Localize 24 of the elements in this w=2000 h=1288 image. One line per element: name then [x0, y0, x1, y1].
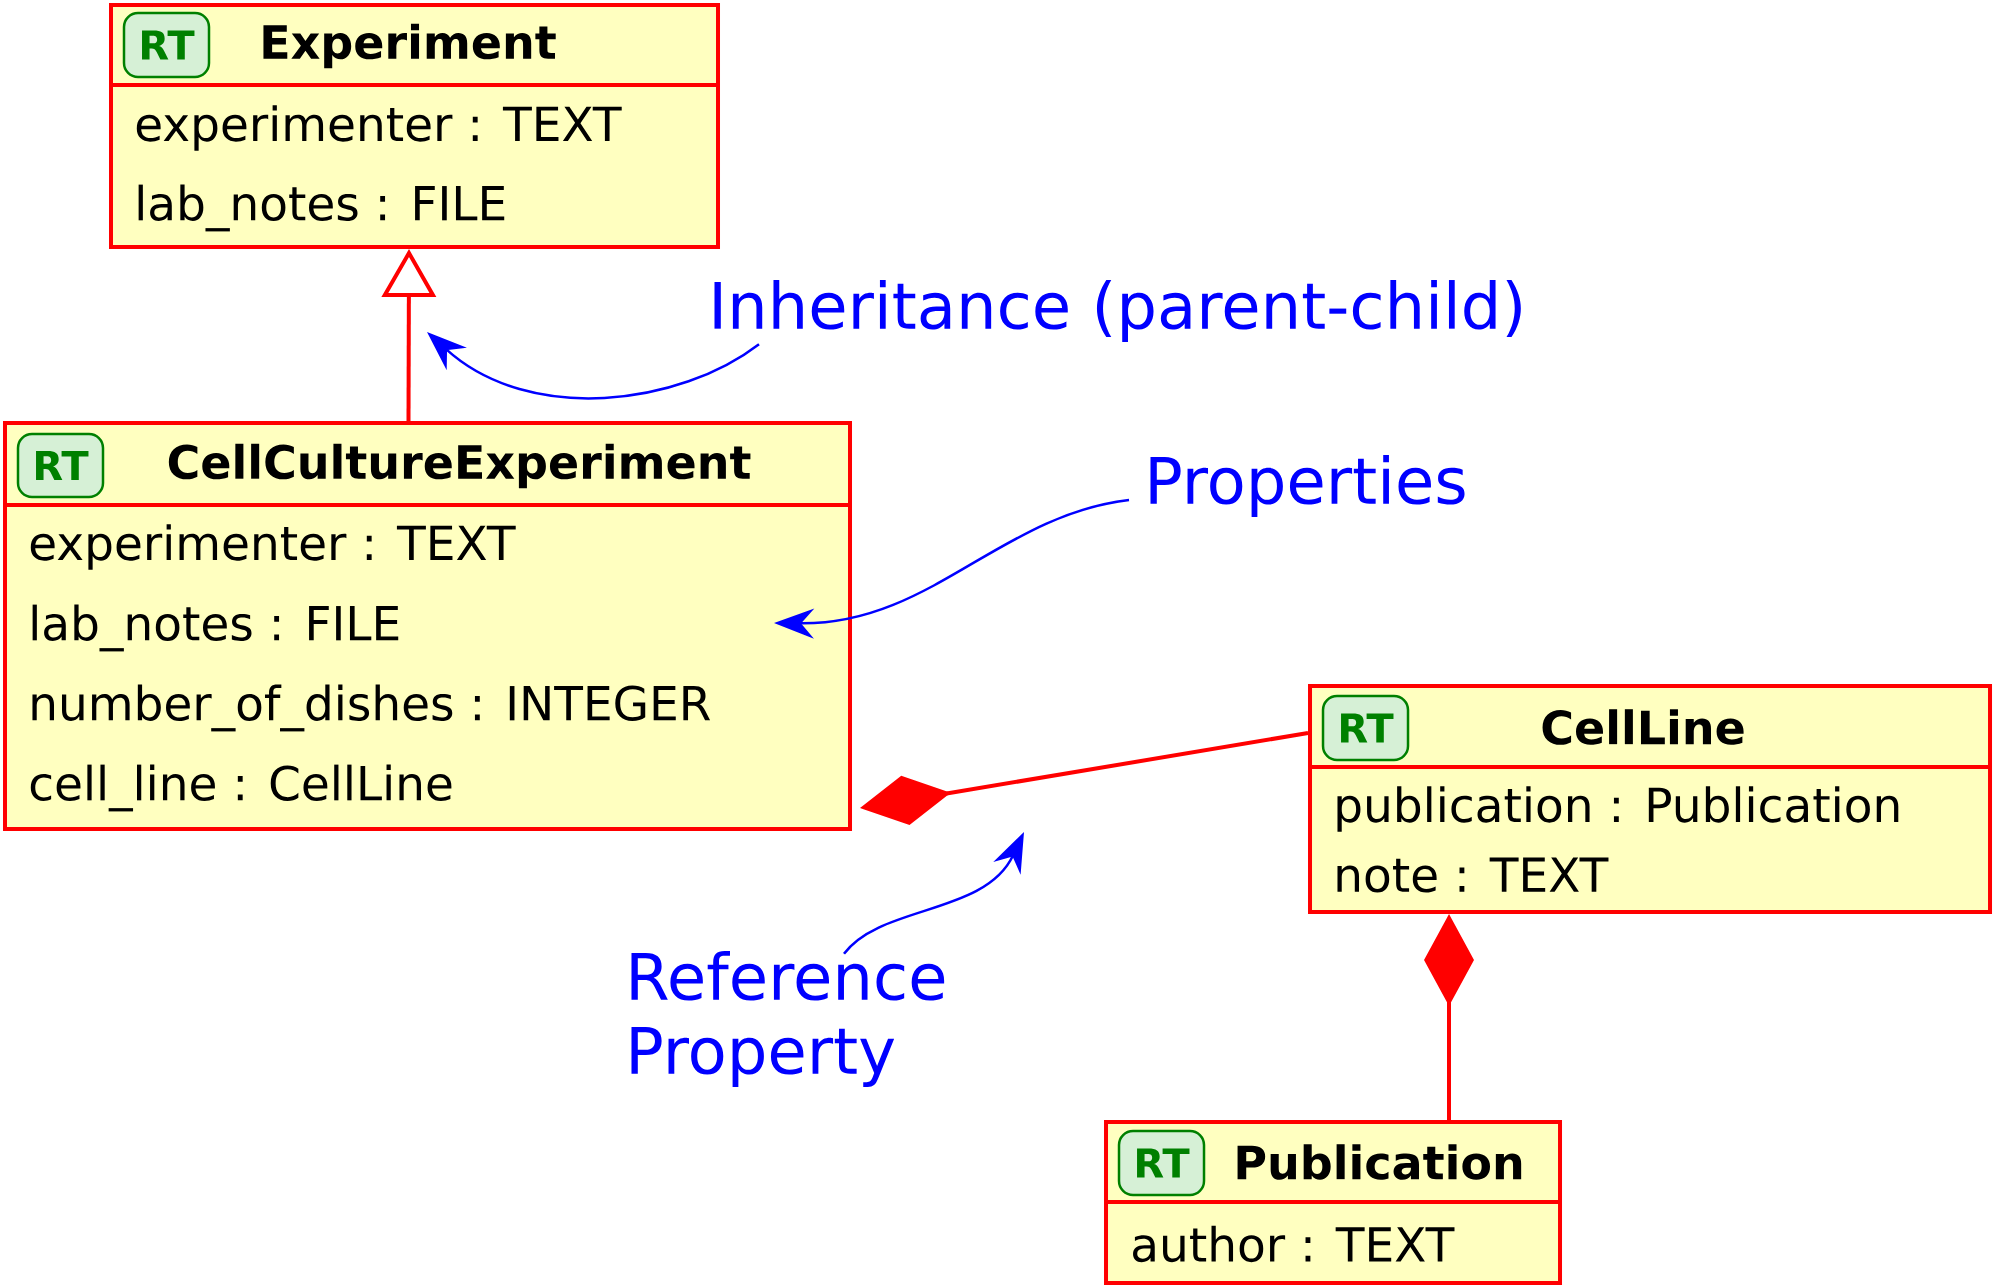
class-name: Experiment [263, 23, 556, 69]
class-box [1104, 1120, 1562, 1285]
annotation-text: Inheritance (parent-child) [714, 280, 1521, 342]
stereotype-badge: RT [16, 432, 105, 499]
stereotype-badge: RT [1321, 694, 1410, 762]
attribute-text: experimenter : TEXT [136, 105, 622, 151]
attribute-text: author : TEXT [1133, 1225, 1455, 1263]
class-box [3, 421, 852, 831]
class-box [1308, 684, 1992, 914]
class-name: Publication [1237, 1144, 1522, 1180]
attribute-text: publication : Publication [1337, 786, 1899, 832]
class-name: CellLine [1542, 709, 1744, 745]
attribute-text: lab_notes : FILE [138, 184, 505, 232]
class-name: CellCultureExperiment [168, 443, 751, 489]
annotation-text: Reference Property [631, 951, 945, 1087]
attribute-text: note : TEXT [1337, 857, 1609, 893]
annotation-text: Properties [1150, 455, 1465, 517]
class-box [109, 3, 720, 249]
attribute-text: number_of_dishes : INTEGER [32, 684, 711, 732]
stereotype-badge: RT [122, 11, 211, 79]
attribute-text: lab_notes : FILE [32, 604, 399, 652]
attribute-text: experimenter : TEXT [30, 524, 516, 570]
attribute-text: cell_line : CellLine [30, 764, 452, 812]
stereotype-badge: RT [1117, 1129, 1206, 1197]
